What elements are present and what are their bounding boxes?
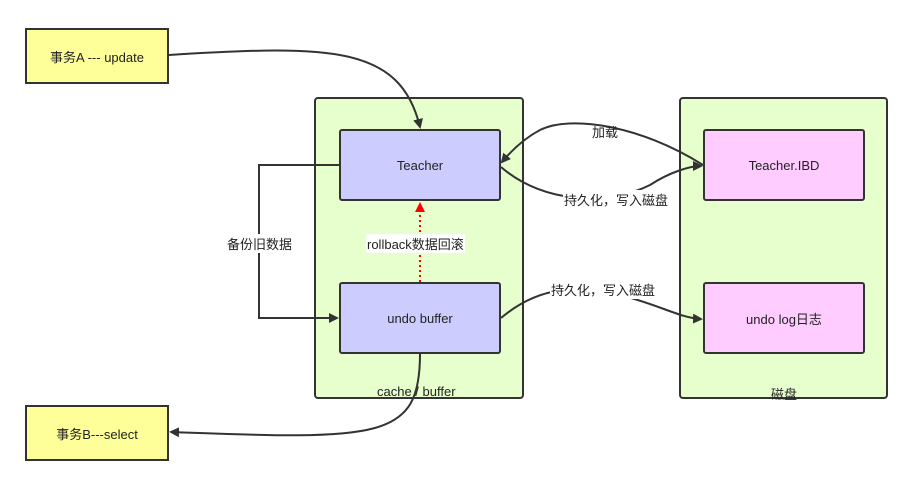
rollback-label: rollback数据回滚 bbox=[366, 234, 465, 253]
disk-caption: 磁盘 bbox=[771, 387, 798, 402]
cache-buffer-caption: cache / buffer bbox=[377, 384, 456, 399]
transaction-a-label: 事务A --- update bbox=[50, 49, 144, 65]
edge-undo-to-txb bbox=[169, 353, 421, 438]
load-label: 加载 bbox=[592, 125, 619, 140]
transaction-b-node: 事务B---select bbox=[25, 405, 169, 461]
teacher-node: Teacher bbox=[339, 129, 501, 201]
undo-log-label: undo log日志 bbox=[746, 311, 822, 327]
backup-old-data-label: 备份旧数据 bbox=[226, 234, 294, 253]
transaction-a-node: 事务A --- update bbox=[25, 28, 169, 84]
transaction-b-label: 事务B---select bbox=[56, 426, 138, 442]
teacher-ibd-node: Teacher.IBD bbox=[703, 129, 865, 201]
teacher-label: Teacher bbox=[396, 157, 444, 173]
edge-load bbox=[500, 122, 704, 166]
persist-undo-label: 持久化，写入磁盘 bbox=[550, 280, 657, 299]
teacher-ibd-label: Teacher.IBD bbox=[748, 157, 820, 173]
undo-buffer-node: undo buffer bbox=[339, 282, 501, 354]
persist-teacher-label: 持久化，写入磁盘 bbox=[563, 190, 670, 209]
edge-txa-to-teacher bbox=[168, 49, 423, 129]
undo-buffer-label: undo buffer bbox=[387, 310, 453, 326]
undo-log-node: undo log日志 bbox=[703, 282, 865, 354]
